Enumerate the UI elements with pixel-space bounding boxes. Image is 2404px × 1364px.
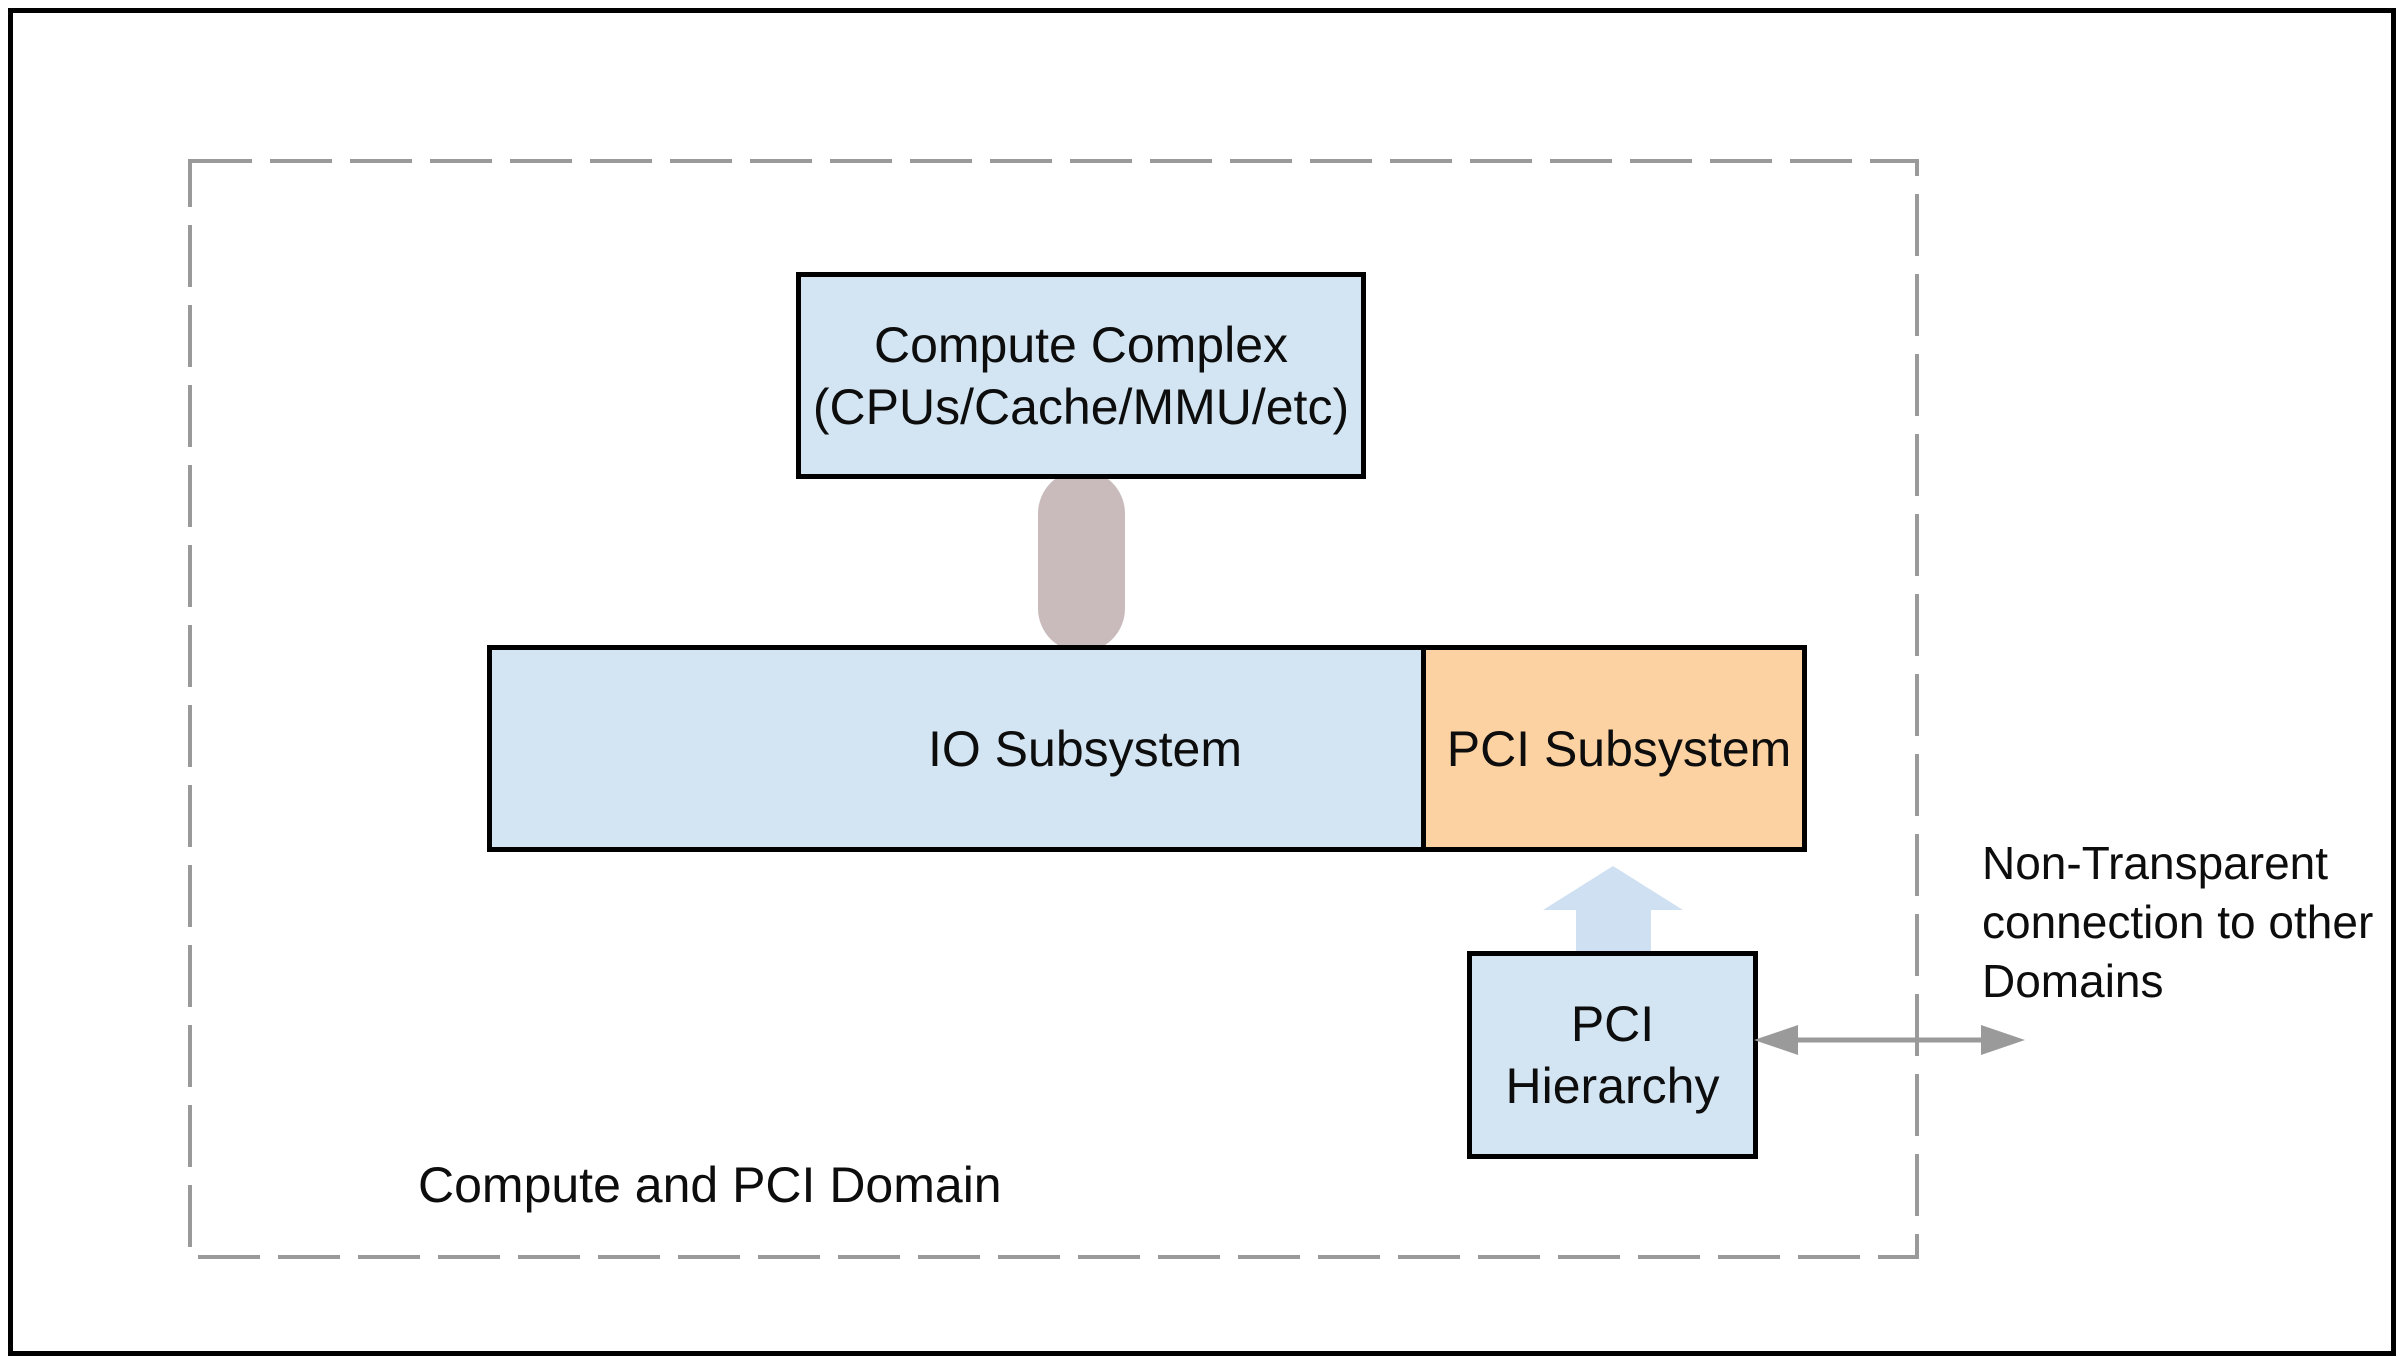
up-arrow-shape — [1543, 866, 1683, 953]
left-arrowhead — [1754, 1025, 1798, 1055]
pci-subsystem-segment — [1421, 650, 1802, 847]
non-transparent-note: Non-Transparent connection to other Doma… — [1982, 834, 2402, 1011]
non-transparent-note-line2: connection to other — [1982, 896, 2374, 948]
non-transparent-connection-arrow — [1754, 1025, 2025, 1055]
pci-hierarchy-label-line1: PCI — [1570, 996, 1655, 1052]
right-arrowhead — [1981, 1025, 2025, 1055]
compute-pci-domain-boundary — [188, 159, 1919, 1259]
dashed-boundary-rect — [188, 159, 1919, 1259]
compute-to-io-connector — [1038, 470, 1125, 652]
io-subsystem-label: IO Subsystem — [928, 720, 1242, 777]
compute-complex-label-line1: Compute Complex — [873, 316, 1289, 373]
subsystem-bar: IO Subsystem PCI Subsystem — [487, 645, 1807, 852]
io-subsystem-segment — [492, 650, 1421, 847]
non-transparent-note-line3: Domains — [1982, 955, 2164, 1007]
pci-hierarchy-label-line2: Hierarchy — [1505, 1058, 1720, 1114]
pci-hierarchy-up-arrow — [1543, 866, 1683, 953]
compute-complex-label-line2: (CPUs/Cache/MMU/etc) — [812, 378, 1350, 435]
non-transparent-note-line1: Non-Transparent — [1982, 837, 2329, 889]
domain-caption: Compute and PCI Domain — [418, 1157, 1002, 1213]
pci-hierarchy-box: PCI Hierarchy — [1467, 951, 1758, 1159]
pci-subsystem-label: PCI Subsystem — [1446, 720, 1792, 777]
compute-complex-box: Compute Complex (CPUs/Cache/MMU/etc) — [796, 272, 1366, 479]
